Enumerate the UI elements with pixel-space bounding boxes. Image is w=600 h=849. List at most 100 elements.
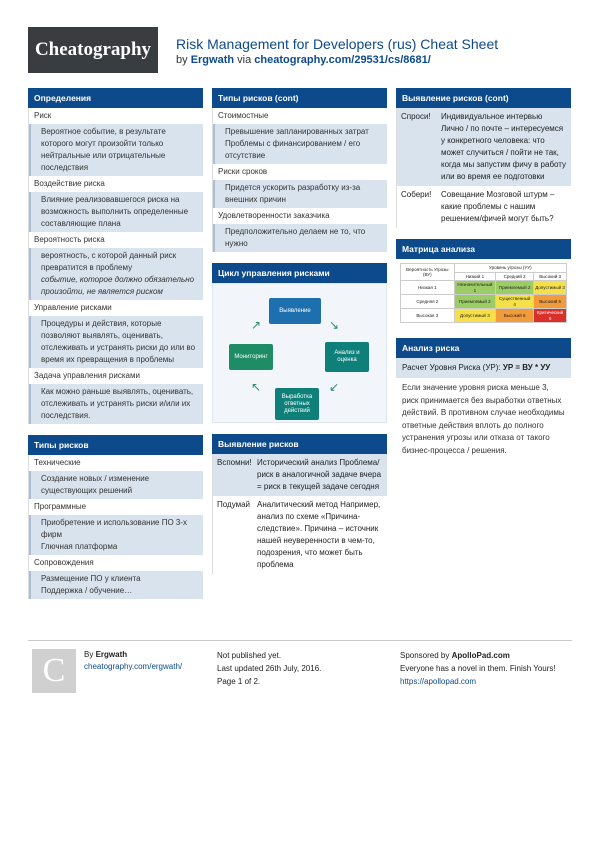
node-response: Выработка ответных действий xyxy=(275,388,319,420)
term: Сопровождения xyxy=(34,558,94,567)
footer-by: By xyxy=(84,650,94,659)
section-header: Цикл управления рисками xyxy=(212,263,387,283)
term: Удовлетворенности заказчика xyxy=(218,211,330,220)
row-value: Исторический анализ Проблема/риск в анал… xyxy=(257,458,382,491)
arrow-icon: ↖ xyxy=(251,380,262,394)
section-header: Выявление рисков xyxy=(212,434,387,454)
definition-line: Поддержка / обучение… xyxy=(41,586,133,595)
section-analysis-matrix: Матрица анализа Вероятность Угрозы (ВУ) … xyxy=(396,239,571,327)
cheatography-logo[interactable]: Cheatography xyxy=(28,27,158,73)
author-link[interactable]: Ergwath xyxy=(190,54,235,66)
matrix-cell: Высокий 6 xyxy=(533,294,567,309)
matrix-col-header: Уровень угрозы (УУ) xyxy=(453,263,568,273)
matrix-row-label: Средняя 2 xyxy=(400,294,455,309)
analysis-matrix: Вероятность Угрозы (ВУ) Уровень угрозы (… xyxy=(396,259,571,327)
definition-line: Размещение ПО у клиента xyxy=(41,574,141,583)
row-key: Подумай xyxy=(217,500,251,509)
definition: Придется ускорить разработку из-за внешн… xyxy=(213,180,387,208)
table-row: Собери! Совещание Мозговой штурм – какие… xyxy=(397,186,571,228)
footer-published: Not published yet. xyxy=(217,651,282,660)
definition: Предположительно делаем не то, что нужно xyxy=(213,224,387,252)
footer-meta: Not published yet. Last updated 26th Jul… xyxy=(217,649,321,688)
footer-sponsor-link[interactable]: https://apollopad.com xyxy=(400,677,477,686)
row-value: Индивидуальное интервью Лично / по почте… xyxy=(441,112,567,181)
formula-label: Расчет Уровня Риска (УР): xyxy=(402,363,501,372)
matrix-cell: Критический 9 xyxy=(533,308,567,323)
matrix-cell: Приемлемый 2 xyxy=(453,294,497,309)
section-identification-cont: Выявление рисков (cont) Спроси! Индивиду… xyxy=(396,88,571,228)
row-key: Собери! xyxy=(401,190,432,199)
column-1: Определения Риск Вероятное событие, в ре… xyxy=(28,88,203,610)
node-identify: Выявление xyxy=(269,298,321,324)
term: Стоимостные xyxy=(218,111,269,120)
footer-author-name[interactable]: Ergwath xyxy=(95,650,128,659)
table-row: Спроси! Индивидуальное интервью Лично / … xyxy=(397,108,571,186)
term: Риски сроков xyxy=(218,167,268,176)
definition-line-italic: событие, которое должно обязательно прои… xyxy=(41,275,195,296)
definition: Влияние реализовавшегося риска на возмож… xyxy=(29,192,203,232)
term: Риск xyxy=(34,111,52,120)
definition-line: Превышение запланированных затрат xyxy=(225,127,369,136)
matrix-col: Высокий 3 xyxy=(533,271,567,281)
section-header: Анализ риска xyxy=(396,338,571,358)
section-risk-types-cont: Типы рисков (cont) Стоимостные Превышени… xyxy=(212,88,387,252)
definition: Создание новых / изменение существующих … xyxy=(29,471,203,499)
section-header: Выявление рисков (cont) xyxy=(396,88,571,108)
footer-sponsor-line: Sponsored by ApolloPad.com xyxy=(400,649,556,662)
section-header: Определения xyxy=(28,88,203,108)
matrix-row-label: Высокая 3 xyxy=(400,308,455,323)
section-header: Типы рисков xyxy=(28,435,203,455)
arrow-icon: ↗ xyxy=(251,318,262,332)
table-row: Подумай Аналитический метод Например, ан… xyxy=(213,496,387,574)
footer: C By Ergwath cheatography.com/ergwath/ N… xyxy=(28,640,572,710)
footer-author-link[interactable]: cheatography.com/ergwath/ xyxy=(84,662,183,671)
definition-line: Глючная платформа xyxy=(41,542,118,551)
definition: Вероятное событие, в результате которого… xyxy=(29,124,203,176)
column-2: Типы рисков (cont) Стоимостные Превышени… xyxy=(212,88,387,585)
avatar[interactable]: C xyxy=(32,649,76,693)
matrix-cell: Существенный 4 xyxy=(495,294,535,309)
section-risk-cycle: Цикл управления рисками Выявление Анализ… xyxy=(212,263,387,423)
risk-cycle-diagram: Выявление Анализ и оценка Выработка отве… xyxy=(212,283,387,423)
definition-line: Проблемы с финансированием / его отсутст… xyxy=(225,139,361,160)
table-row: Вспомни! Исторический анализ Проблема/ри… xyxy=(213,454,387,496)
section-risk-types: Типы рисков Технические Создание новых /… xyxy=(28,435,203,599)
arrow-icon: ↘ xyxy=(329,318,340,332)
footer-sponsor: Sponsored by ApolloPad.com Everyone has … xyxy=(400,649,556,688)
byline: by Ergwath via cheatography.com/29531/cs… xyxy=(176,54,431,66)
matrix-cell: Допустимый 3 xyxy=(533,280,567,295)
footer-page: Page 1 of 2. xyxy=(217,677,261,686)
risk-formula: Расчет Уровня Риска (УР): УР = ВУ * УУ xyxy=(396,358,571,378)
footer-author-line: By Ergwath xyxy=(84,649,182,661)
page-title: Risk Management for Developers (rus) Che… xyxy=(176,36,499,52)
sheet-url-link[interactable]: cheatography.com/29531/cs/8681/ xyxy=(254,54,431,66)
term: Задача управления рисками xyxy=(34,371,140,380)
row-value: Совещание Мозговой штурм – какие проблем… xyxy=(441,190,555,223)
definition: Размещение ПО у клиента Поддержка / обуч… xyxy=(29,571,203,599)
row-key: Вспомни! xyxy=(217,458,252,467)
matrix-cell: Незначительный 1 xyxy=(453,280,497,295)
section-header: Матрица анализа xyxy=(396,239,571,259)
term: Воздействие риска xyxy=(34,179,105,188)
matrix-cell: Приемлемый 2 xyxy=(495,280,535,295)
footer-author: By Ergwath cheatography.com/ergwath/ xyxy=(84,649,182,673)
node-analysis: Анализ и оценка xyxy=(325,342,369,372)
footer-sponsored-by: Sponsored by xyxy=(400,651,450,660)
arrow-icon: ↙ xyxy=(329,380,340,394)
footer-sponsor-name[interactable]: ApolloPad.com xyxy=(451,651,510,660)
matrix-col: Средний 2 xyxy=(495,271,535,281)
matrix-row-label: Низкая 1 xyxy=(400,280,455,295)
footer-updated: Last updated 26th July, 2016. xyxy=(217,664,322,673)
matrix-corner: Вероятность Угрозы (ВУ) xyxy=(400,263,455,281)
formula-value: УР = ВУ * УУ xyxy=(502,363,551,372)
definition-line: Приобретение и использование ПО 3-х фирм xyxy=(41,518,188,539)
definition-line: вероятность, с которой данный риск превр… xyxy=(41,251,177,272)
section-definitions: Определения Риск Вероятное событие, в ре… xyxy=(28,88,203,424)
term: Управление рисками xyxy=(34,303,112,312)
definition: Превышение запланированных затрат Пробле… xyxy=(213,124,387,164)
matrix-cell: Допустимый 3 xyxy=(453,308,497,323)
row-value: Аналитический метод Например, анализ по … xyxy=(257,500,381,569)
definition: вероятность, с которой данный риск превр… xyxy=(29,248,203,300)
matrix-table: Вероятность Угрозы (ВУ) Уровень угрозы (… xyxy=(400,263,568,323)
row-key: Спроси! xyxy=(401,112,431,121)
